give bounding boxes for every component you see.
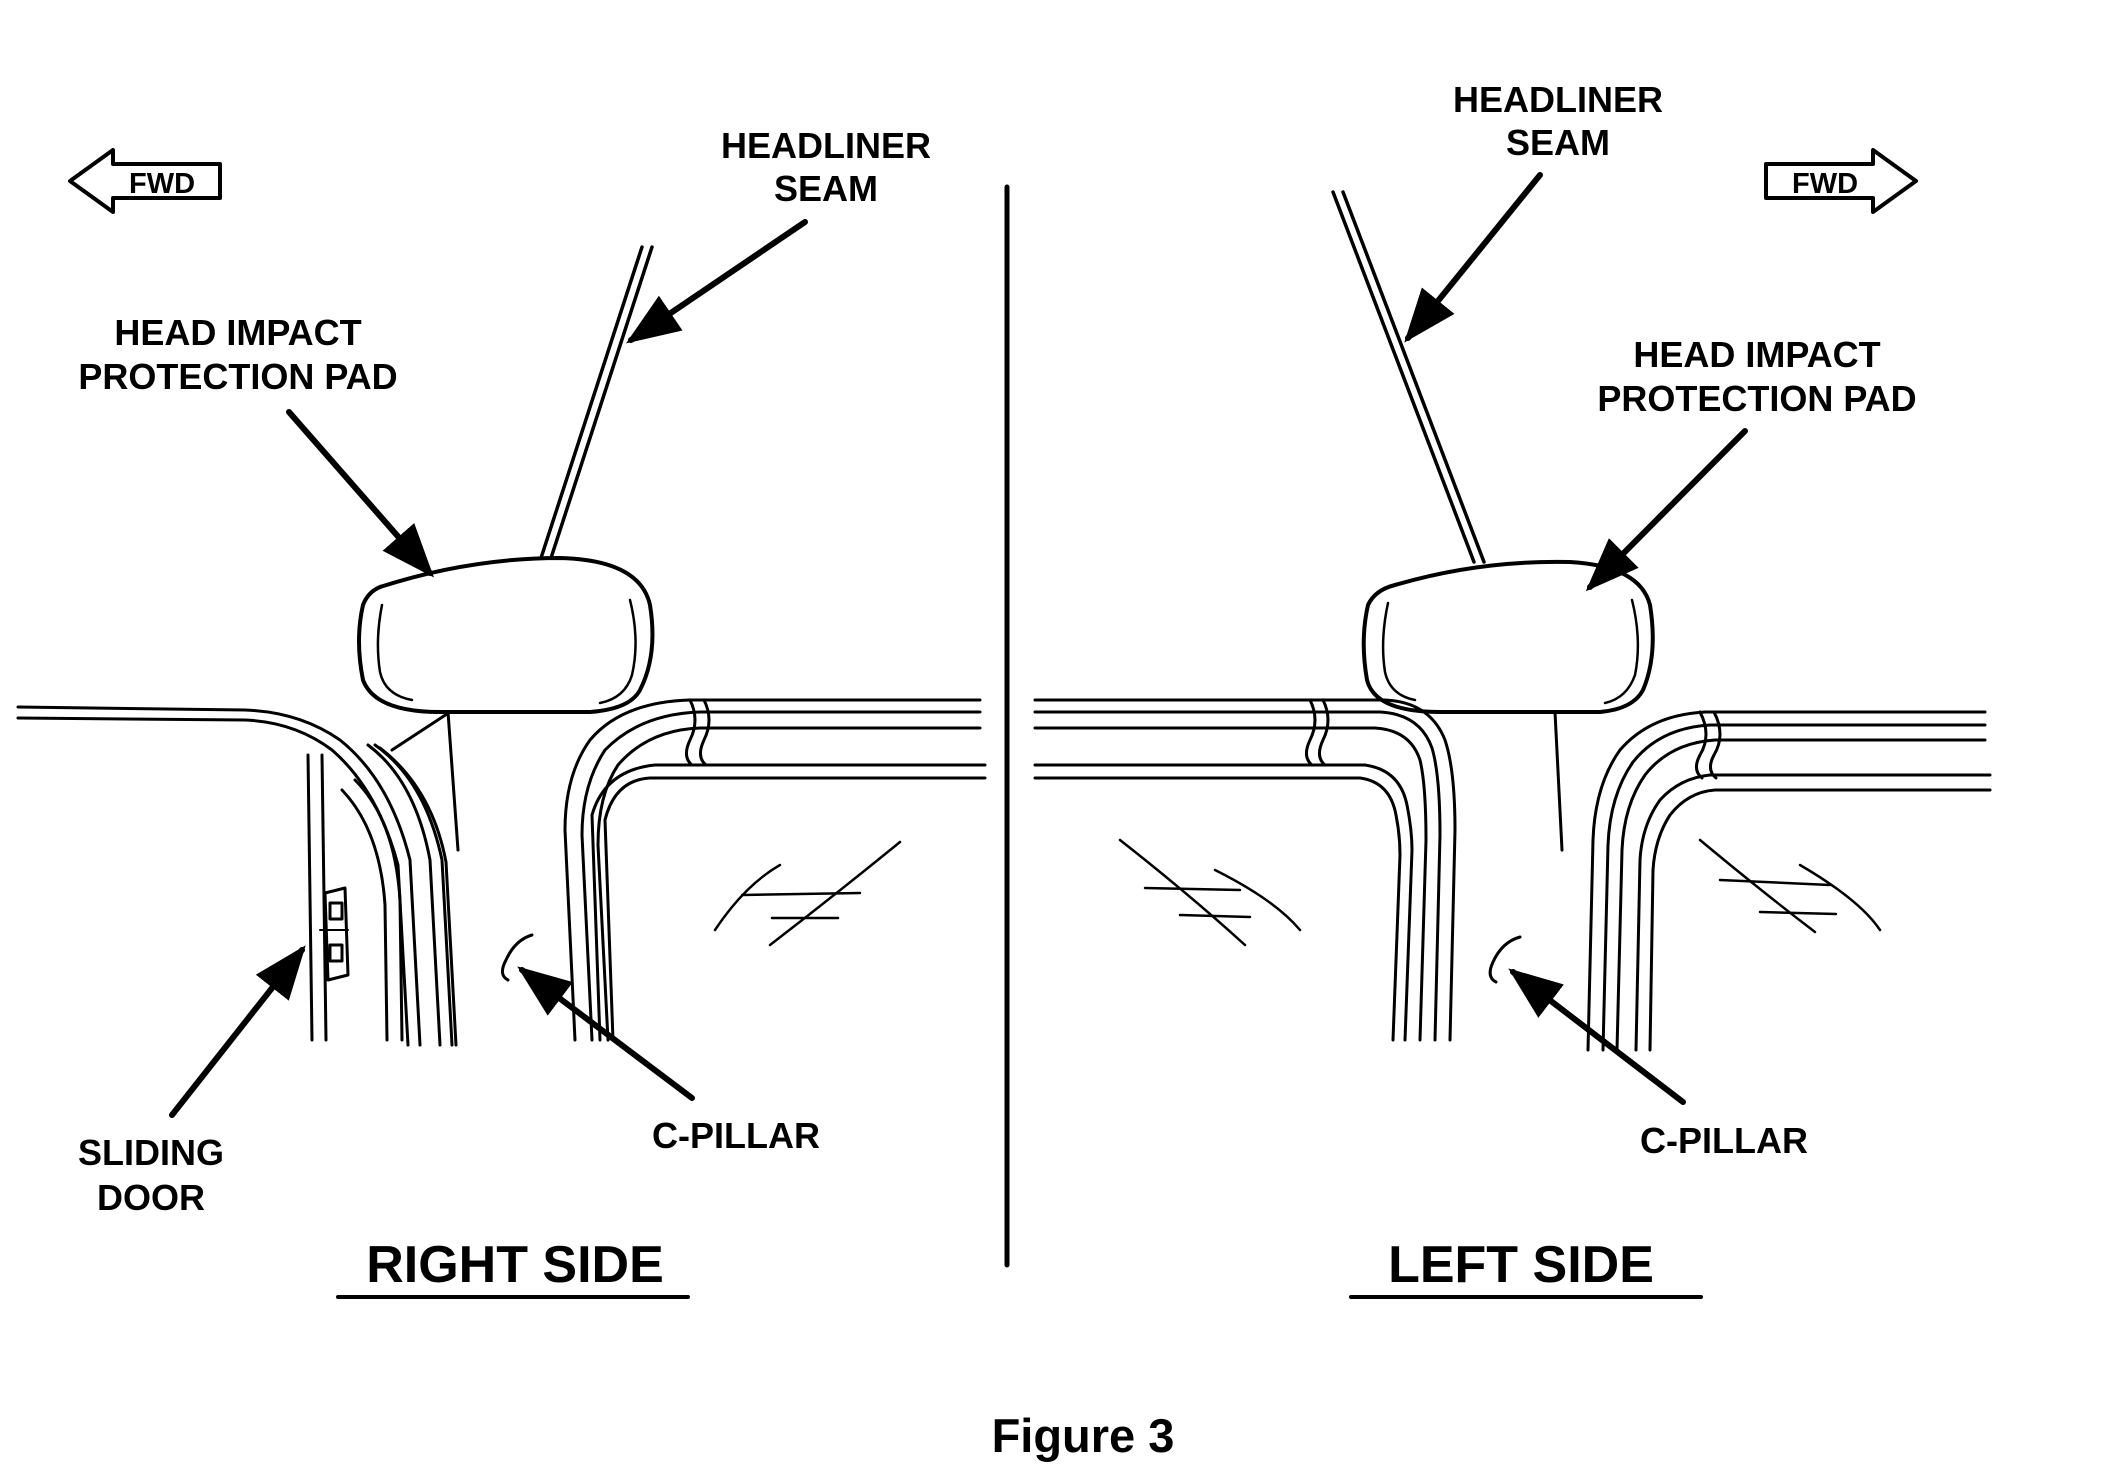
head-impact-pad — [357, 556, 655, 714]
fwd-arrow-right: FWD — [1764, 148, 1918, 214]
headliner-seam-line — [1331, 190, 1486, 564]
left-side-panel: FWD — [1033, 79, 1992, 1299]
fwd-label: FWD — [1792, 168, 1858, 200]
c-pillar-window-frame — [1586, 710, 1992, 1052]
sliding-door-edge — [306, 753, 404, 1042]
c-pillar-label: C-PILLAR — [1640, 1120, 1808, 1161]
svg-text:HEAD IMPACT: HEAD IMPACT — [1633, 334, 1880, 375]
svg-text:SEAM: SEAM — [1506, 122, 1610, 163]
roof-rail — [16, 705, 460, 1047]
fwd-arrow-left: FWD — [68, 148, 222, 214]
glass-reflection-rear — [1698, 838, 1882, 934]
svg-text:SEAM: SEAM — [774, 168, 878, 209]
svg-text:SLIDING: SLIDING — [78, 1132, 224, 1173]
leader-arrows — [169, 219, 808, 1118]
left-side-title: LEFT SIDE — [1388, 1236, 1654, 1294]
c-pillar-label: C-PILLAR — [652, 1115, 820, 1156]
right-side-panel: FWD — [16, 125, 987, 1299]
headliner-seam-label: HEADLINER SEAM — [721, 125, 931, 209]
c-pillar-window-frame — [563, 698, 987, 1042]
right-side-title: RIGHT SIDE — [366, 1236, 664, 1294]
sliding-door-label: SLIDING DOOR — [78, 1132, 224, 1218]
c-pillar-marker — [501, 933, 534, 982]
door-latch — [319, 886, 350, 982]
svg-text:HEADLINER: HEADLINER — [721, 125, 931, 166]
svg-text:HEADLINER: HEADLINER — [1453, 79, 1663, 120]
head-impact-pad-label: HEAD IMPACT PROTECTION PAD — [78, 312, 397, 397]
head-impact-pad — [1361, 559, 1655, 714]
svg-text:DOOR: DOOR — [97, 1177, 205, 1218]
c-pillar-marker — [1488, 935, 1522, 984]
fwd-label: FWD — [129, 168, 195, 200]
svg-text:HEAD IMPACT: HEAD IMPACT — [114, 312, 361, 353]
svg-text:PROTECTION PAD: PROTECTION PAD — [78, 356, 397, 397]
head-impact-pad-label: HEAD IMPACT PROTECTION PAD — [1597, 334, 1916, 419]
headliner-seam-line — [539, 245, 654, 560]
svg-text:PROTECTION PAD: PROTECTION PAD — [1597, 378, 1916, 419]
headliner-seam-label: HEADLINER SEAM — [1453, 79, 1663, 163]
glass-reflection — [713, 840, 902, 947]
glass-reflection-forward — [1118, 838, 1302, 947]
figure-caption: Figure 3 — [992, 1409, 1175, 1462]
window-frame-forward — [1033, 698, 1564, 1042]
leader-arrows — [1404, 172, 1748, 1105]
